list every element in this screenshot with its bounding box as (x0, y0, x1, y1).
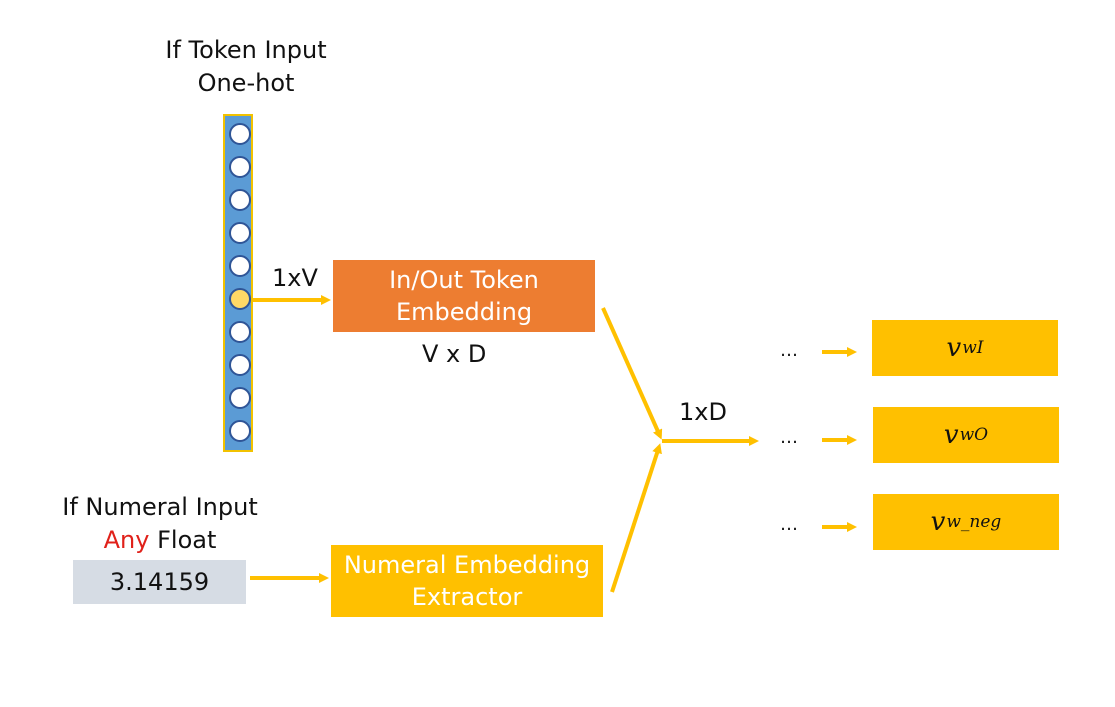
numeral-title: If Numeral Input Any Float (40, 491, 280, 557)
one-hot-node (229, 255, 251, 277)
numeral-title-line1: If Numeral Input (62, 493, 258, 521)
one-hot-node (229, 189, 251, 211)
numeral-extractor-box: Numeral Embedding Extractor (331, 545, 603, 617)
merge-label-1xd: 1xD (679, 398, 727, 426)
one-hot-node (229, 222, 251, 244)
token-embedding-line1: In/Out Token (389, 266, 539, 294)
arrow-extractor-to-merge (610, 443, 662, 593)
embedding-dims-label: V x D (422, 340, 487, 368)
numeral-title-float: Float (149, 526, 217, 554)
numeral-extractor-line1: Numeral Embedding (343, 551, 591, 579)
output-dots-2: … (780, 427, 798, 448)
output-vector-wi-base: v (946, 333, 962, 363)
output-dots-3: … (780, 514, 798, 535)
edge-label-1xv: 1xV (272, 264, 318, 292)
one-hot-title-line1: If Token Input (165, 36, 327, 64)
one-hot-node (229, 321, 251, 343)
one-hot-vector (223, 114, 253, 452)
one-hot-node (229, 354, 251, 376)
token-embedding-box: In/Out Token Embedding (333, 260, 595, 332)
numeral-title-any: Any (103, 526, 150, 554)
one-hot-title: If Token Input One-hot (146, 34, 346, 100)
output-vector-wneg-base: v (930, 507, 946, 537)
output-dots-1: … (780, 340, 798, 361)
output-vector-wo-sub: wO (959, 425, 989, 445)
numeral-extractor-line2: Extractor (411, 583, 523, 611)
numeral-title-line2: Any Float (40, 524, 280, 557)
one-hot-node-active (229, 288, 251, 310)
arrow-embedding-to-merge (601, 307, 663, 440)
one-hot-node (229, 387, 251, 409)
output-vector-wneg-sub: w_neg (946, 512, 1002, 532)
float-value-box: 3.14159 (73, 560, 246, 604)
one-hot-node (229, 156, 251, 178)
one-hot-title-line2: One-hot (197, 69, 295, 97)
output-vector-wi-sub: wI (962, 338, 984, 358)
output-vector-wo-base: v (943, 420, 959, 450)
one-hot-node (229, 420, 251, 442)
one-hot-node (229, 123, 251, 145)
token-embedding-line2: Embedding (395, 298, 533, 326)
